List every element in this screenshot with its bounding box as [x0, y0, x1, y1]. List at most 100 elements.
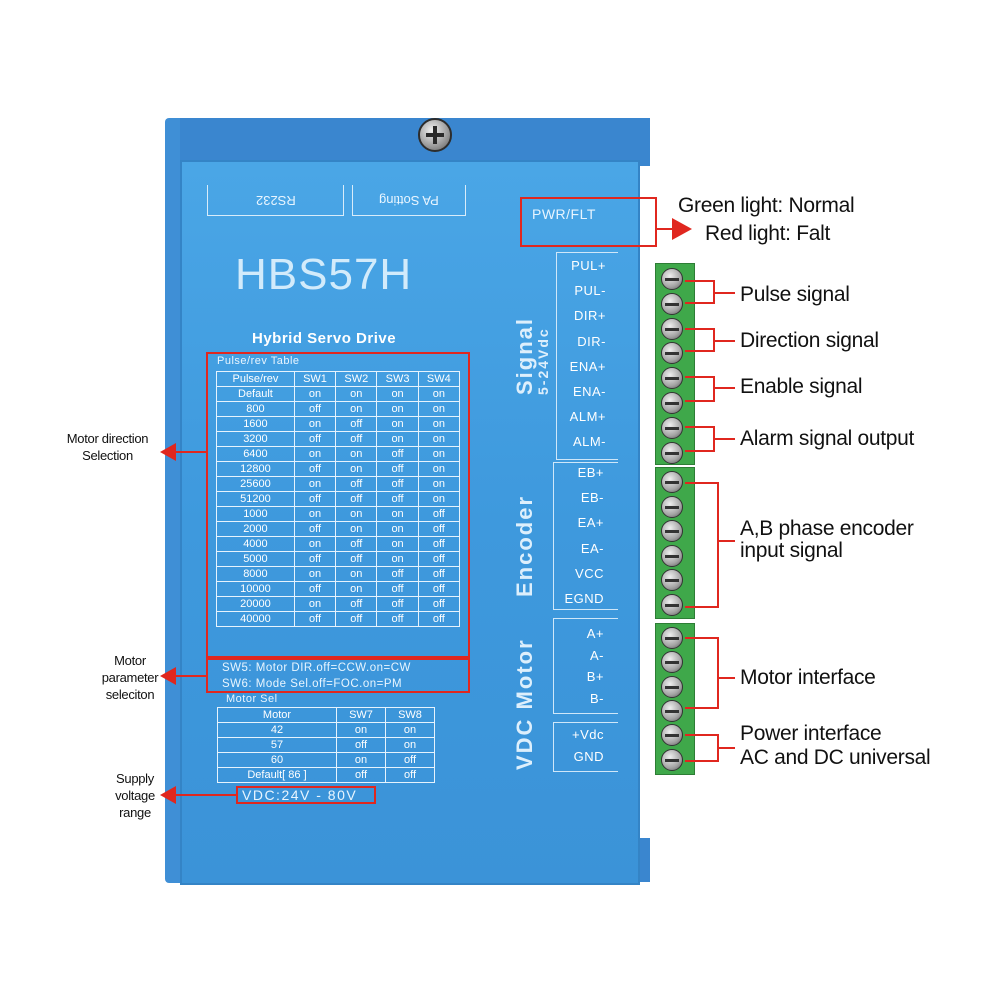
direction-line	[715, 340, 735, 342]
pin-label-power: +Vdc	[572, 727, 604, 742]
motor-interface-note: Motor interface	[740, 666, 876, 689]
pulse-table-row-cell: 40000	[216, 611, 295, 627]
terminal-screw-icon[interactable]	[661, 569, 683, 591]
pulse_table-header-2: SW2	[335, 371, 378, 387]
power-pin-box	[553, 722, 618, 772]
pulse-table-row-cell: on	[293, 596, 337, 612]
motor-table-row-cell: on	[384, 722, 436, 738]
encoder-line	[719, 540, 735, 542]
alarm-bracket	[685, 426, 715, 452]
pulse-table-row-cell: off	[293, 611, 337, 627]
motor-table-row-cell: on	[335, 752, 386, 768]
voltage-highlight	[236, 786, 376, 804]
alarm-line	[715, 438, 735, 440]
voltage-range: VDC:24V - 80V	[242, 787, 358, 803]
pulse-table-row-cell: off	[417, 536, 461, 552]
pulse-table-row-cell: off	[417, 611, 461, 627]
terminal-screw-icon[interactable]	[661, 441, 683, 464]
rs232-label: RS232	[255, 193, 296, 208]
motor-table-row-cell: off	[384, 752, 436, 768]
led-label: PWR/FLT	[532, 206, 596, 222]
alarm-signal-note: Alarm signal output	[740, 427, 915, 450]
pin-label-motor: B+	[586, 669, 604, 684]
rs232-port: RS232	[207, 185, 344, 216]
terminal-screw-icon[interactable]	[661, 724, 683, 747]
pa-setting-port: PA Sotting	[352, 185, 466, 216]
pulse-bracket	[685, 280, 715, 304]
pin-label-encoder: EB-	[580, 490, 604, 506]
model-name: HBS57H	[235, 250, 413, 299]
power-note-line2: AC and DC universal	[740, 746, 931, 769]
left-param-line3: seleciton	[105, 687, 155, 702]
terminal-screw-icon[interactable]	[661, 495, 683, 518]
sw-notes-highlight	[206, 658, 470, 693]
terminal-screw-icon[interactable]	[661, 699, 683, 722]
power-line	[719, 747, 735, 749]
terminal-screw-icon[interactable]	[661, 544, 683, 567]
pin-label-encoder: EA-	[580, 540, 604, 556]
terminal-screw-icon[interactable]	[661, 675, 683, 698]
enable-line	[715, 387, 735, 389]
power-bracket	[685, 734, 719, 762]
pin-label-signal: DIR-	[577, 333, 606, 349]
terminal-screw-icon[interactable]	[661, 317, 683, 340]
terminal-screw-icon[interactable]	[661, 651, 683, 674]
terminal-screw-icon[interactable]	[661, 268, 683, 290]
terminal-screw-icon[interactable]	[661, 416, 683, 439]
top-flange	[180, 118, 650, 166]
pin-label-motor: A-	[590, 647, 604, 663]
pulse-table-row-cell: on	[335, 461, 378, 477]
pulse-table-row-cell: 51200	[216, 491, 295, 507]
pulse-table-row-cell: off	[376, 611, 419, 627]
left-supply-arrow	[160, 786, 176, 804]
encoder-note-line1: A,B phase encoder	[740, 517, 914, 540]
terminal-screw-icon[interactable]	[661, 392, 683, 414]
pulse-table-caption: Pulse/rev Table	[217, 355, 300, 367]
motor-table-row-cell: 60	[217, 752, 337, 768]
motor-table-row-cell: on	[384, 737, 436, 753]
left-param-line	[174, 675, 206, 677]
pin-label-signal: ENA-	[572, 384, 606, 399]
terminal-screw-icon[interactable]	[661, 367, 683, 390]
terminal-screw-icon[interactable]	[661, 748, 683, 771]
pin-label-power: GND	[573, 749, 604, 764]
pulse-table-row-cell: off	[293, 521, 337, 537]
left-param-line2: parameter	[101, 670, 159, 685]
pa-setting-label: PA Sotting	[379, 193, 439, 208]
terminal-screw-icon[interactable]	[661, 593, 683, 616]
terminal-screw-icon[interactable]	[661, 627, 683, 649]
pulse-signal-note: Pulse signal	[740, 283, 850, 306]
pulse-table-row-cell: on	[293, 416, 337, 432]
left-param-note: Motor parameter seleciton	[85, 652, 175, 703]
pulse-table-row-cell: on	[417, 416, 461, 432]
terminal-screw-icon[interactable]	[661, 471, 683, 493]
motor_table-header-1: SW7	[335, 707, 386, 723]
pulse-table-row-cell: Default	[216, 386, 295, 402]
power-note-line1: Power interface	[740, 722, 882, 745]
left-param-line1: Motor	[114, 653, 146, 668]
terminal-screw-icon[interactable]	[661, 292, 683, 315]
terminal-screw-icon[interactable]	[661, 342, 683, 365]
led-arrow-line	[657, 228, 675, 230]
motor-bracket	[685, 637, 719, 709]
pin-label-signal: PUL+	[571, 258, 606, 273]
encoder-note-line2: input signal	[740, 539, 843, 562]
pulse-table-highlight	[206, 352, 470, 658]
pin-label-encoder: EB+	[577, 465, 604, 480]
pulse-table-row-cell: on	[376, 536, 419, 552]
terminal-screw-icon[interactable]	[661, 520, 683, 542]
pin-label-signal: ALM-	[572, 434, 606, 450]
left-supply-line1: Supply	[116, 771, 154, 786]
motor-table-row-cell: 57	[217, 737, 337, 753]
enable-signal-note: Enable signal	[740, 375, 863, 398]
